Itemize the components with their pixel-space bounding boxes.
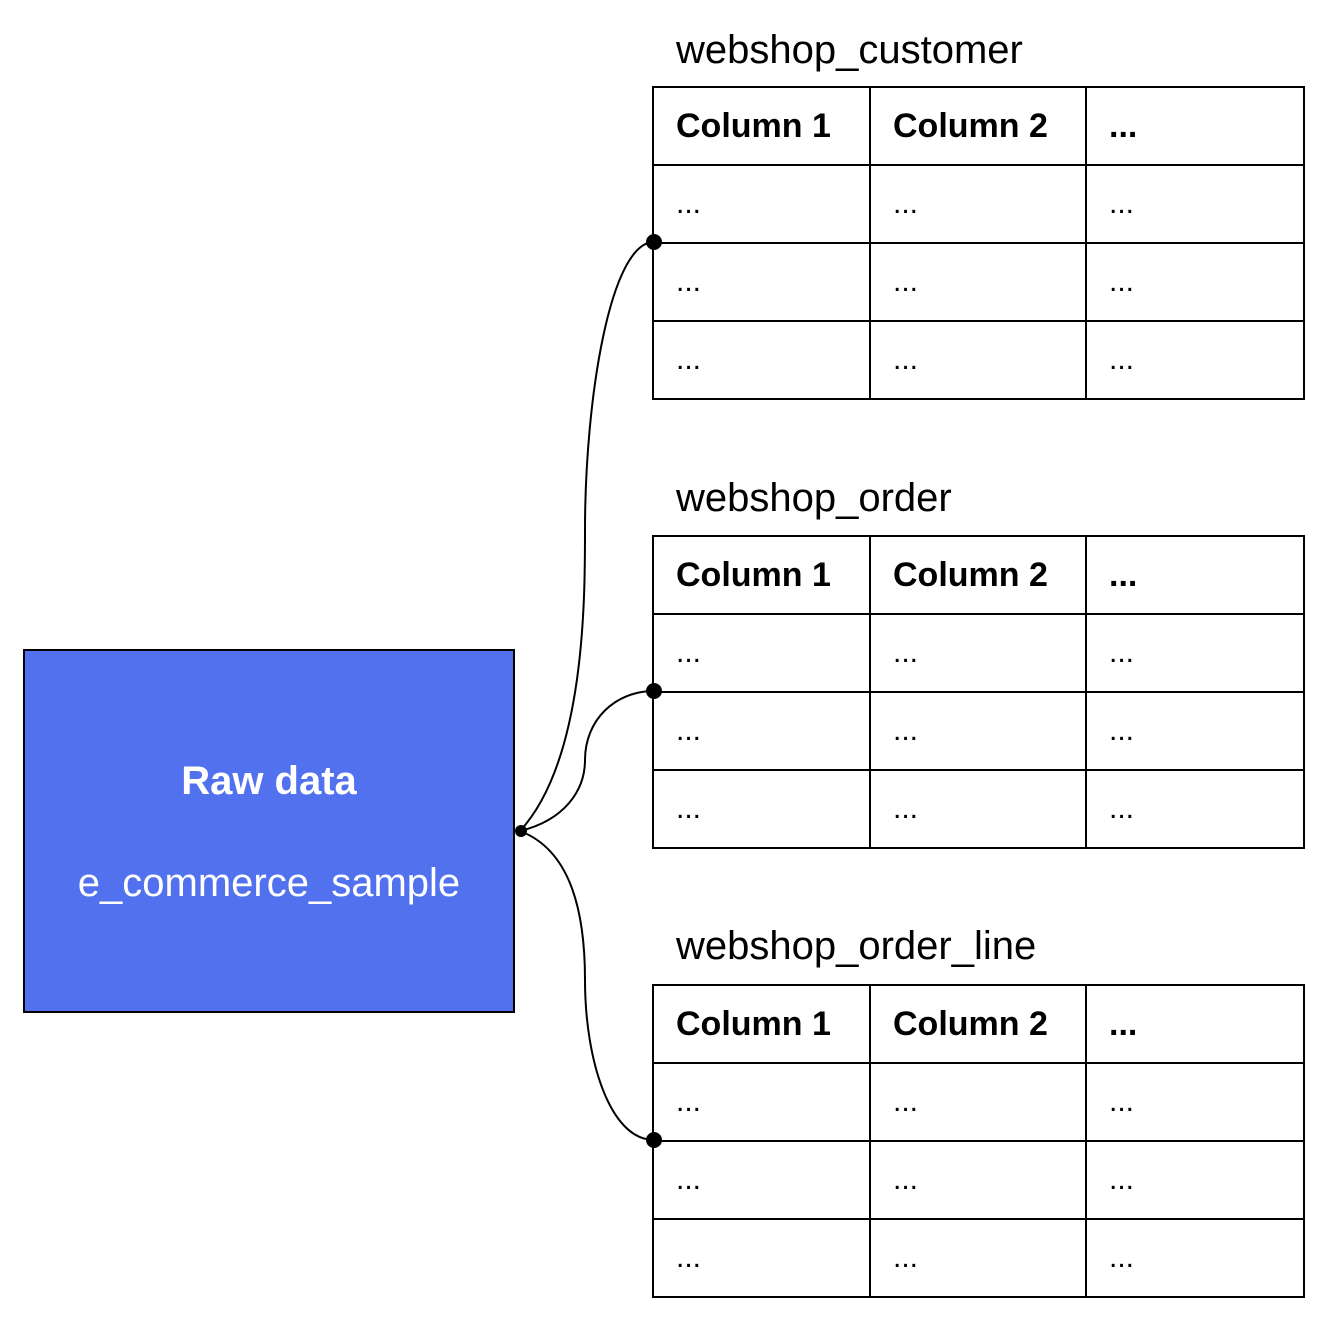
table-cell: ... bbox=[869, 691, 1087, 771]
header-cell: ... bbox=[1085, 984, 1305, 1064]
table-row: ... ... ... bbox=[652, 613, 1305, 693]
table-cell: ... bbox=[652, 1062, 871, 1142]
table-cell: ... bbox=[869, 1218, 1087, 1298]
table-cell: ... bbox=[652, 242, 871, 322]
header-cell: Column 2 bbox=[869, 984, 1087, 1064]
table-cell: ... bbox=[652, 769, 871, 849]
table-row: ... ... ... bbox=[652, 769, 1305, 849]
table-header-row: Column 1 Column 2 ... bbox=[652, 86, 1305, 166]
header-cell: Column 2 bbox=[869, 535, 1087, 615]
table-row: ... ... ... bbox=[652, 164, 1305, 244]
table-title-webshop-order: webshop_order bbox=[676, 476, 952, 520]
table-cell: ... bbox=[1085, 1140, 1305, 1220]
header-cell: Column 1 bbox=[652, 86, 871, 166]
table-cell: ... bbox=[1085, 164, 1305, 244]
table-webshop-order: Column 1 Column 2 ... ... ... ... ... ..… bbox=[652, 535, 1305, 849]
header-cell: Column 2 bbox=[869, 86, 1087, 166]
table-cell: ... bbox=[652, 613, 871, 693]
table-webshop-order-line: Column 1 Column 2 ... ... ... ... ... ..… bbox=[652, 984, 1305, 1298]
table-cell: ... bbox=[869, 320, 1087, 400]
table-row: ... ... ... bbox=[652, 242, 1305, 322]
table-row: ... ... ... bbox=[652, 691, 1305, 771]
table-title-webshop-order-line: webshop_order_line bbox=[676, 924, 1037, 968]
table-cell: ... bbox=[1085, 1062, 1305, 1142]
table-cell: ... bbox=[1085, 613, 1305, 693]
table-cell: ... bbox=[1085, 691, 1305, 771]
table-header-row: Column 1 Column 2 ... bbox=[652, 535, 1305, 615]
connector-origin-dot bbox=[515, 825, 527, 837]
table-webshop-customer: Column 1 Column 2 ... ... ... ... ... ..… bbox=[652, 86, 1305, 400]
table-cell: ... bbox=[652, 691, 871, 771]
table-cell: ... bbox=[869, 1062, 1087, 1142]
table-cell: ... bbox=[652, 164, 871, 244]
table-row: ... ... ... bbox=[652, 1218, 1305, 1298]
table-header-row: Column 1 Column 2 ... bbox=[652, 984, 1305, 1064]
connector-to-webshop-order bbox=[519, 690, 655, 832]
table-cell: ... bbox=[869, 242, 1087, 322]
header-cell: Column 1 bbox=[652, 984, 871, 1064]
table-cell: ... bbox=[1085, 242, 1305, 322]
table-cell: ... bbox=[652, 320, 871, 400]
table-cell: ... bbox=[869, 1140, 1087, 1220]
table-row: ... ... ... bbox=[652, 1062, 1305, 1142]
table-row: ... ... ... bbox=[652, 320, 1305, 400]
header-cell: Column 1 bbox=[652, 535, 871, 615]
table-cell: ... bbox=[1085, 320, 1305, 400]
table-cell: ... bbox=[869, 613, 1087, 693]
table-row: ... ... ... bbox=[652, 1140, 1305, 1220]
table-cell: ... bbox=[869, 164, 1087, 244]
connector-to-webshop-customer bbox=[519, 241, 655, 832]
table-cell: ... bbox=[1085, 769, 1305, 849]
header-cell: ... bbox=[1085, 86, 1305, 166]
header-cell: ... bbox=[1085, 535, 1305, 615]
source-title: Raw data bbox=[181, 759, 357, 803]
table-cell: ... bbox=[652, 1140, 871, 1220]
table-cell: ... bbox=[869, 769, 1087, 849]
source-name: e_commerce_sample bbox=[77, 861, 461, 905]
raw-data-source-box: Raw data e_commerce_sample bbox=[23, 649, 515, 1013]
table-cell: ... bbox=[652, 1218, 871, 1298]
connector-to-webshop-order-line bbox=[519, 830, 655, 1141]
table-cell: ... bbox=[1085, 1218, 1305, 1298]
table-title-webshop-customer: webshop_customer bbox=[676, 28, 1023, 72]
